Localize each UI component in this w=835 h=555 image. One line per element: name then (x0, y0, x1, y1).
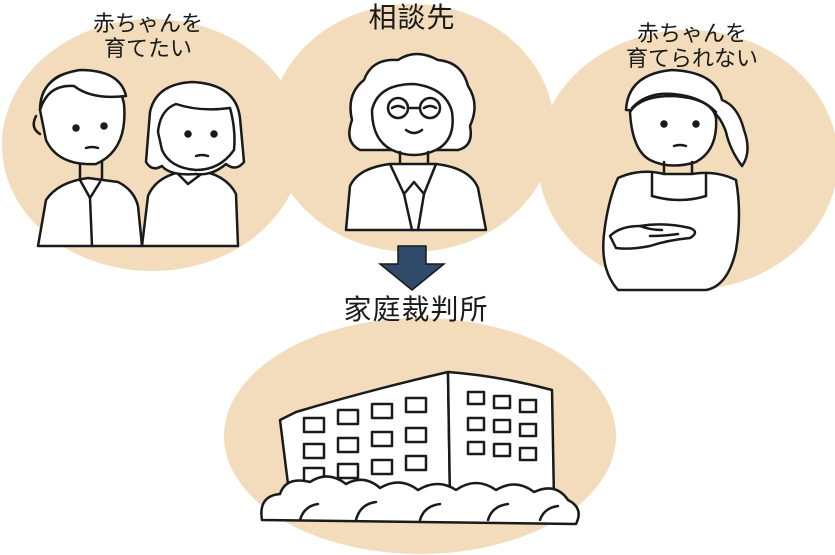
courthouse-building-illustration (260, 370, 580, 526)
label-want-to-raise-line1: 赤ちゃんを (92, 12, 203, 37)
arrow-down-icon (377, 245, 447, 291)
couple-illustration (32, 68, 246, 248)
label-consultation: 相談先 (322, 1, 502, 34)
label-family-court-text: 家庭裁判所 (343, 293, 489, 326)
label-cannot-raise-line1: 赤ちゃんを (636, 22, 747, 47)
counselor-illustration (344, 52, 488, 232)
label-consultation-text: 相談先 (368, 1, 456, 34)
label-want-to-raise-line2: 育てたい (103, 37, 192, 63)
label-cannot-raise-line2: 育てられない (625, 47, 758, 73)
label-cannot-raise: 赤ちゃんを 育てられない (592, 22, 792, 73)
label-want-to-raise: 赤ちゃんを 育てたい (58, 12, 238, 63)
pregnant-woman-illustration (602, 68, 749, 292)
label-family-court: 家庭裁判所 (296, 293, 536, 326)
